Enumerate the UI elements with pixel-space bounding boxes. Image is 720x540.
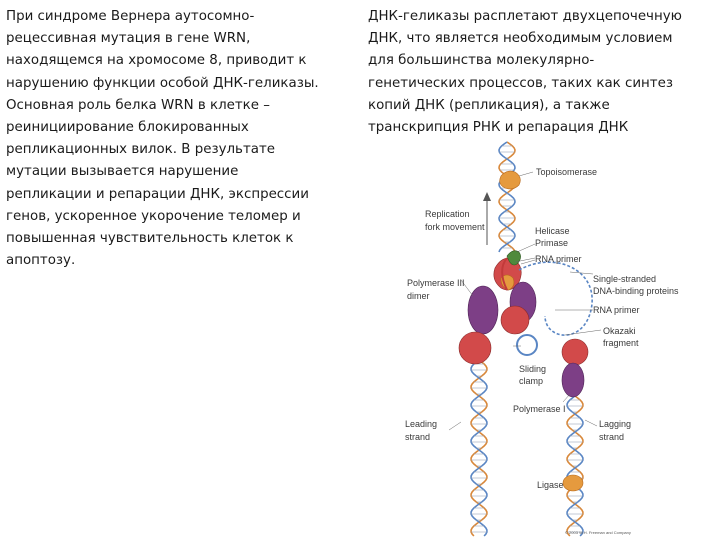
label-lagging-strand: strand	[599, 432, 624, 442]
right-text-line: ДНК-геликазы расплетают двухцепочечную	[368, 9, 682, 24]
label-clamp: clamp	[519, 376, 543, 386]
label-rna-primer-mid: RNA primer	[593, 305, 640, 315]
label-rna-primer-top: RNA primer	[535, 254, 582, 264]
left-text-line: мутации вызывается нарушение	[6, 164, 239, 180]
label-polymerase-i: Polymerase I	[513, 404, 566, 414]
label-fork-movement: fork movement	[425, 222, 485, 232]
label-leading-strand: strand	[405, 432, 430, 442]
right-text-line: ДНК, что является необходимым условием	[368, 31, 673, 47]
polymerase-i-clamp	[561, 338, 589, 366]
label-primase: Primase	[535, 238, 568, 248]
left-text-line: При синдроме Вернера аутосомно-	[6, 9, 255, 24]
right-text-line: для большинства молекулярно-	[368, 53, 595, 69]
left-text-line: апоптозу.	[6, 253, 76, 269]
left-text-line: находящемся на хромосоме 8, приводит к	[6, 53, 307, 69]
label-leader-lines	[448, 243, 602, 431]
label-single-stranded: Single-stranded	[593, 274, 656, 284]
left-text-line: репликации и репарации ДНК, экспрессии	[6, 186, 309, 202]
label-polymerase-iii: Polymerase III	[407, 278, 465, 288]
polymerase-iii-left	[467, 285, 499, 335]
figure-credit: © 2003 W.H. Freeman and Company	[565, 530, 631, 535]
sliding-clamp-ring	[516, 334, 538, 356]
label-leading: Leading	[405, 419, 437, 429]
left-text-line: нарушению функции особой ДНК-геликазы.	[6, 75, 319, 91]
label-lagging: Lagging	[599, 419, 631, 429]
dna-replication-diagram: Topoisomerase Replication fork movement …	[405, 141, 679, 537]
right-text-line: генетических процессов, таких как синтез	[368, 75, 673, 91]
label-helicase: Helicase	[535, 226, 570, 236]
left-text-column: При синдроме Вернера аутосомно-рецессивн…	[6, 6, 358, 272]
left-text-line: репликационных вилок. В результате	[6, 142, 275, 158]
left-text-line: реинициирование блокированных	[6, 120, 249, 136]
polymerase-clamp-left	[458, 331, 492, 365]
label-dimer: dimer	[407, 291, 430, 301]
left-text-line: Основная роль белка WRN в клетке –	[6, 97, 270, 113]
label-okazaki: Okazaki	[603, 326, 636, 336]
label-binding-proteins: DNA-binding proteins	[593, 286, 679, 296]
dna-strands	[470, 141, 584, 537]
label-topoisomerase: Topoisomerase	[536, 167, 597, 177]
topoisomerase-leader	[518, 171, 534, 177]
right-text-line: транскрипция РНК и репарация ДНК	[368, 120, 629, 136]
right-text-line: копий ДНК (репликация), а также	[368, 97, 610, 113]
parent-helix-strand-b	[498, 141, 516, 253]
fork-movement-arrowhead	[483, 192, 491, 201]
label-sliding: Sliding	[519, 364, 546, 374]
polymerase-clamp-top	[500, 305, 530, 335]
parent-helix-strand-a	[498, 141, 516, 253]
ligase-protein	[562, 474, 584, 492]
label-replication: Replication	[425, 209, 470, 219]
label-ligase: Ligase	[537, 480, 564, 490]
polymerase-i-protein	[561, 362, 585, 398]
left-text-line: рецессивная мутация в гене WRN,	[6, 31, 251, 47]
rna-primer-segment	[501, 257, 508, 291]
left-text-line: повышенная чувствительность клеток к	[6, 231, 294, 247]
topoisomerase-protein	[499, 170, 521, 190]
label-fragment: fragment	[603, 338, 639, 348]
left-text-line: генов, ускоренное укорочение теломер и	[6, 208, 301, 224]
